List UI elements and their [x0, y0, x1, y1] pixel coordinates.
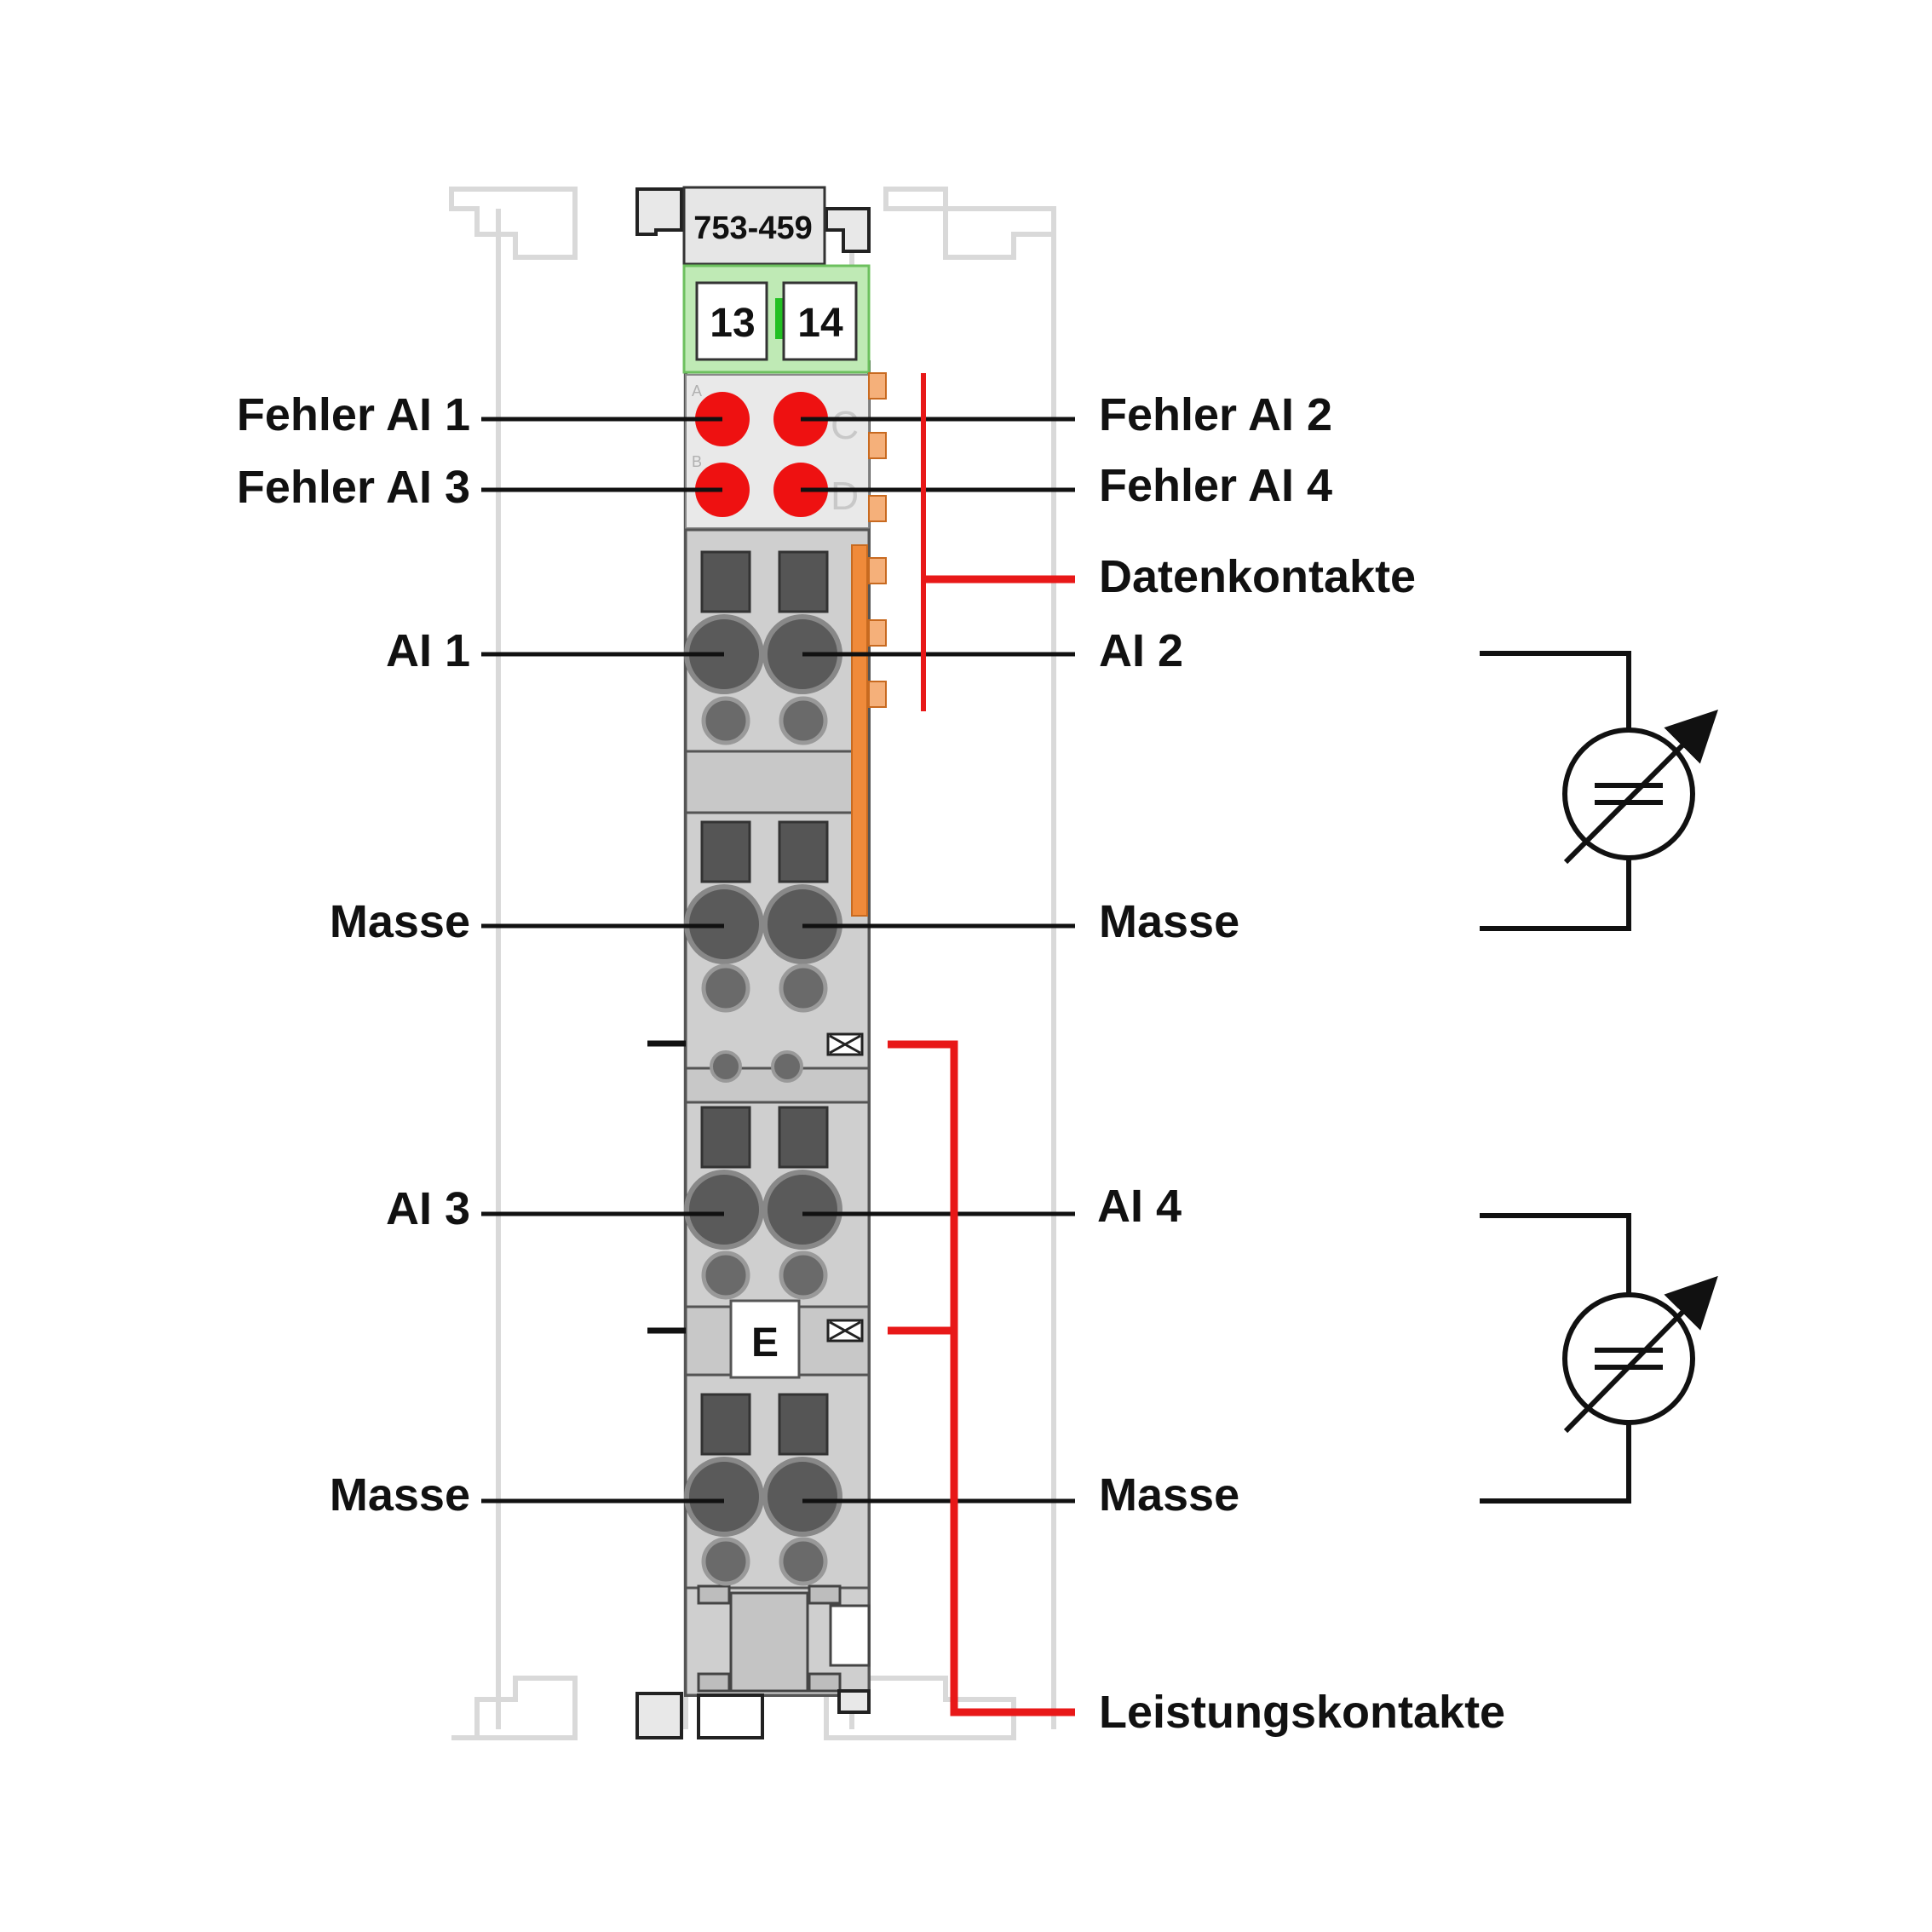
leader-lines [481, 417, 1075, 1504]
label-masse-right-2: Masse [1099, 1469, 1239, 1521]
label-masse-right-1: Masse [1099, 896, 1239, 947]
variable-source-icon [1480, 651, 1718, 931]
label-masse-left-1: Masse [330, 896, 470, 947]
earth-marker-box [729, 1299, 801, 1379]
label-ai3: AI 3 [386, 1183, 470, 1234]
variable-source-icon [1480, 1213, 1718, 1504]
svg-text:D: D [831, 474, 859, 518]
svg-text:C: C [831, 403, 859, 447]
label-fehler-ai1: Fehler AI 1 [237, 389, 470, 440]
label-ai1: AI 1 [386, 625, 470, 676]
label-fehler-ai3: Fehler AI 3 [237, 462, 470, 513]
label-fehler-ai2: Fehler AI 2 [1099, 389, 1332, 440]
earth-marker-text: E [751, 1320, 779, 1366]
label-masse-left-2: Masse [330, 1469, 470, 1521]
power-contacts-bracket [888, 1040, 1075, 1716]
label-ai2: AI 2 [1099, 625, 1183, 676]
svg-text:A: A [692, 382, 702, 400]
label-ai4: AI 4 [1097, 1181, 1182, 1232]
power-contact-markers [647, 1032, 864, 1343]
svg-text:B: B [692, 453, 702, 470]
data-contacts [851, 372, 887, 917]
label-fehler-ai4: Fehler AI 4 [1099, 460, 1332, 511]
marker-13: 13 [710, 301, 755, 346]
label-leistungskontakte: Leistungskontakte [1099, 1687, 1505, 1738]
part-number: 753-459 [693, 210, 812, 246]
label-datenkontakte: Datenkontakte [1099, 551, 1416, 602]
marker-14: 14 [797, 301, 843, 346]
data-contacts-bracket [921, 373, 1075, 711]
